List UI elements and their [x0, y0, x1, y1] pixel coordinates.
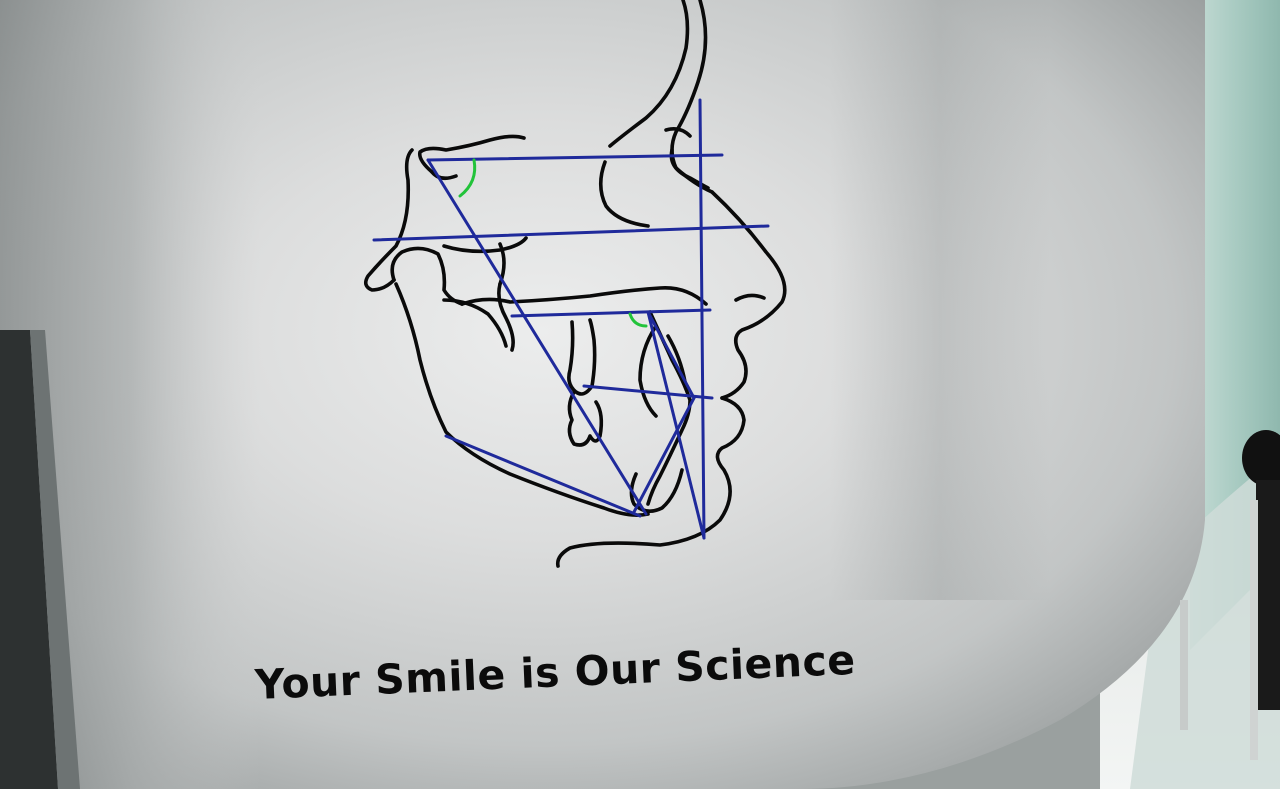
palatal-plane [510, 308, 712, 318]
chin-profile [555, 396, 746, 568]
zygomatic-arch [442, 236, 528, 254]
ceph-lines [372, 98, 770, 540]
coronoid-notch [442, 298, 508, 348]
stool-post [1250, 500, 1258, 760]
orbit-arc [598, 160, 650, 228]
nasion-curve [669, 148, 710, 190]
frontal-outer [608, 0, 690, 148]
occlusal-plane [582, 384, 714, 400]
coronoid [497, 282, 515, 352]
lower-incisor-line [632, 396, 696, 514]
nostril [734, 293, 766, 302]
orbit-top [664, 127, 692, 138]
glass-lower [1130, 470, 1280, 789]
y-axis-line [426, 158, 648, 516]
cranial-base-top [417, 134, 526, 174]
angle-arc-palatal [628, 312, 648, 328]
incisor-axis [646, 310, 706, 540]
vertical-reference [698, 98, 706, 540]
upper-incisor-line [646, 310, 696, 400]
incisor-root [638, 324, 658, 418]
left-frame [0, 330, 58, 789]
chair-leg [1180, 600, 1188, 730]
skull-line-art [363, 0, 787, 568]
sella-curve [430, 170, 458, 181]
stool-seat [1242, 430, 1280, 486]
angle-arc-sella [458, 158, 477, 198]
nose-profile [710, 190, 787, 400]
mandible-outer [394, 282, 650, 517]
occipital-line [363, 148, 414, 292]
wall-shadow-band [830, 0, 1050, 600]
molar-upper [567, 318, 597, 396]
mastoid [390, 246, 464, 306]
molar-lower [567, 390, 604, 447]
stool-leg [1256, 480, 1280, 710]
mandibular-plane [444, 434, 642, 518]
sn-line [426, 153, 724, 162]
left-frame-edge [30, 330, 80, 789]
angle-marks [458, 158, 648, 328]
